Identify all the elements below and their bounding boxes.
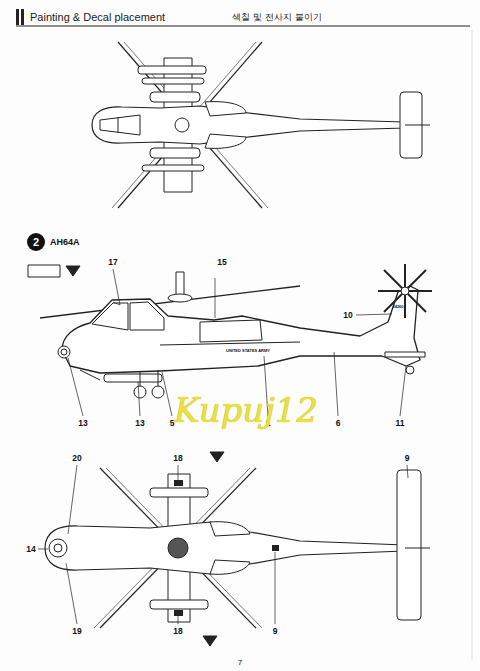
callout-number: 11	[396, 419, 405, 428]
rotor-hub	[168, 538, 188, 558]
tail-rotor-hub	[401, 287, 409, 295]
wheel	[134, 386, 146, 398]
main-rotor	[40, 286, 300, 318]
fuselage	[62, 286, 420, 373]
engine-nacelle	[205, 102, 246, 116]
marker-symbol	[66, 266, 80, 276]
callout-number: 13	[78, 419, 87, 428]
rocket-pod	[150, 92, 200, 102]
callout-number: 5	[170, 419, 175, 428]
decal	[174, 610, 183, 616]
decal	[174, 480, 183, 486]
callout-number: 6	[336, 419, 341, 428]
fuselage	[45, 522, 405, 574]
panel-line	[160, 342, 300, 345]
callout-number: 18	[173, 454, 182, 463]
hellfire-rail	[104, 374, 162, 382]
step-badge	[27, 233, 45, 251]
header-mark	[21, 9, 24, 25]
gun	[80, 370, 100, 380]
marker-symbol	[203, 636, 217, 646]
leader-line	[38, 465, 408, 624]
engine-nacelle	[200, 320, 262, 342]
step-number: 2	[33, 237, 39, 248]
wheel	[152, 386, 164, 398]
sensor-turret	[49, 539, 67, 557]
canopy	[130, 302, 164, 330]
canopy	[100, 115, 140, 135]
engine-nacelle	[210, 522, 250, 536]
callout-number: 18	[173, 627, 182, 636]
tail-rotor	[405, 125, 430, 126]
callout-number: 10	[343, 311, 352, 320]
leader-line	[113, 269, 120, 305]
callout-number: 17	[108, 258, 117, 267]
rocket-pod	[150, 148, 200, 158]
header-rule	[16, 25, 470, 26]
canopy	[92, 303, 128, 330]
korean-heading: 색칠 및 전사지 붙이기	[232, 13, 322, 22]
engine-nacelle	[205, 134, 246, 148]
callout-number: 20	[72, 454, 81, 463]
callout-number: 9	[273, 627, 278, 636]
callout-number: 15	[217, 258, 226, 267]
decal	[272, 545, 279, 551]
callout-number: 9	[405, 454, 410, 463]
tail-rotor	[405, 548, 430, 549]
sensor-turret	[54, 544, 62, 552]
sensor-turret	[61, 349, 67, 355]
header-mark	[16, 9, 19, 25]
missile-rail	[142, 78, 204, 84]
canopy-frame	[118, 117, 119, 133]
army-decal: UNITED STATES ARMY	[226, 349, 270, 353]
marker-symbol	[210, 452, 224, 462]
sensor-turret	[58, 346, 70, 358]
callout-number: 19	[72, 627, 81, 636]
serial-decal: 24260	[392, 305, 403, 309]
rotor-hub	[175, 118, 189, 132]
model-name: AH64A	[50, 238, 80, 247]
missile-rail	[138, 66, 206, 74]
page-edge	[472, 30, 473, 660]
callout-number: 13	[135, 419, 144, 428]
page-title: Painting & Decal placement	[30, 12, 165, 23]
missile-rail	[142, 165, 204, 171]
color-swatch	[28, 265, 60, 277]
watermark: Kupuj12	[174, 393, 318, 427]
rotor-hub	[168, 294, 192, 302]
missile-rail	[150, 600, 208, 609]
callout-number: 14	[26, 545, 35, 554]
top-view	[92, 42, 430, 208]
missile-rail	[150, 488, 208, 497]
fuselage	[92, 106, 405, 144]
engine-nacelle	[210, 560, 250, 574]
tail-wheel	[406, 366, 414, 374]
page-number: 7	[238, 659, 242, 667]
tail-stabilizer	[385, 352, 425, 357]
bottom-view	[38, 452, 430, 646]
tail-stabilizer	[397, 470, 421, 620]
